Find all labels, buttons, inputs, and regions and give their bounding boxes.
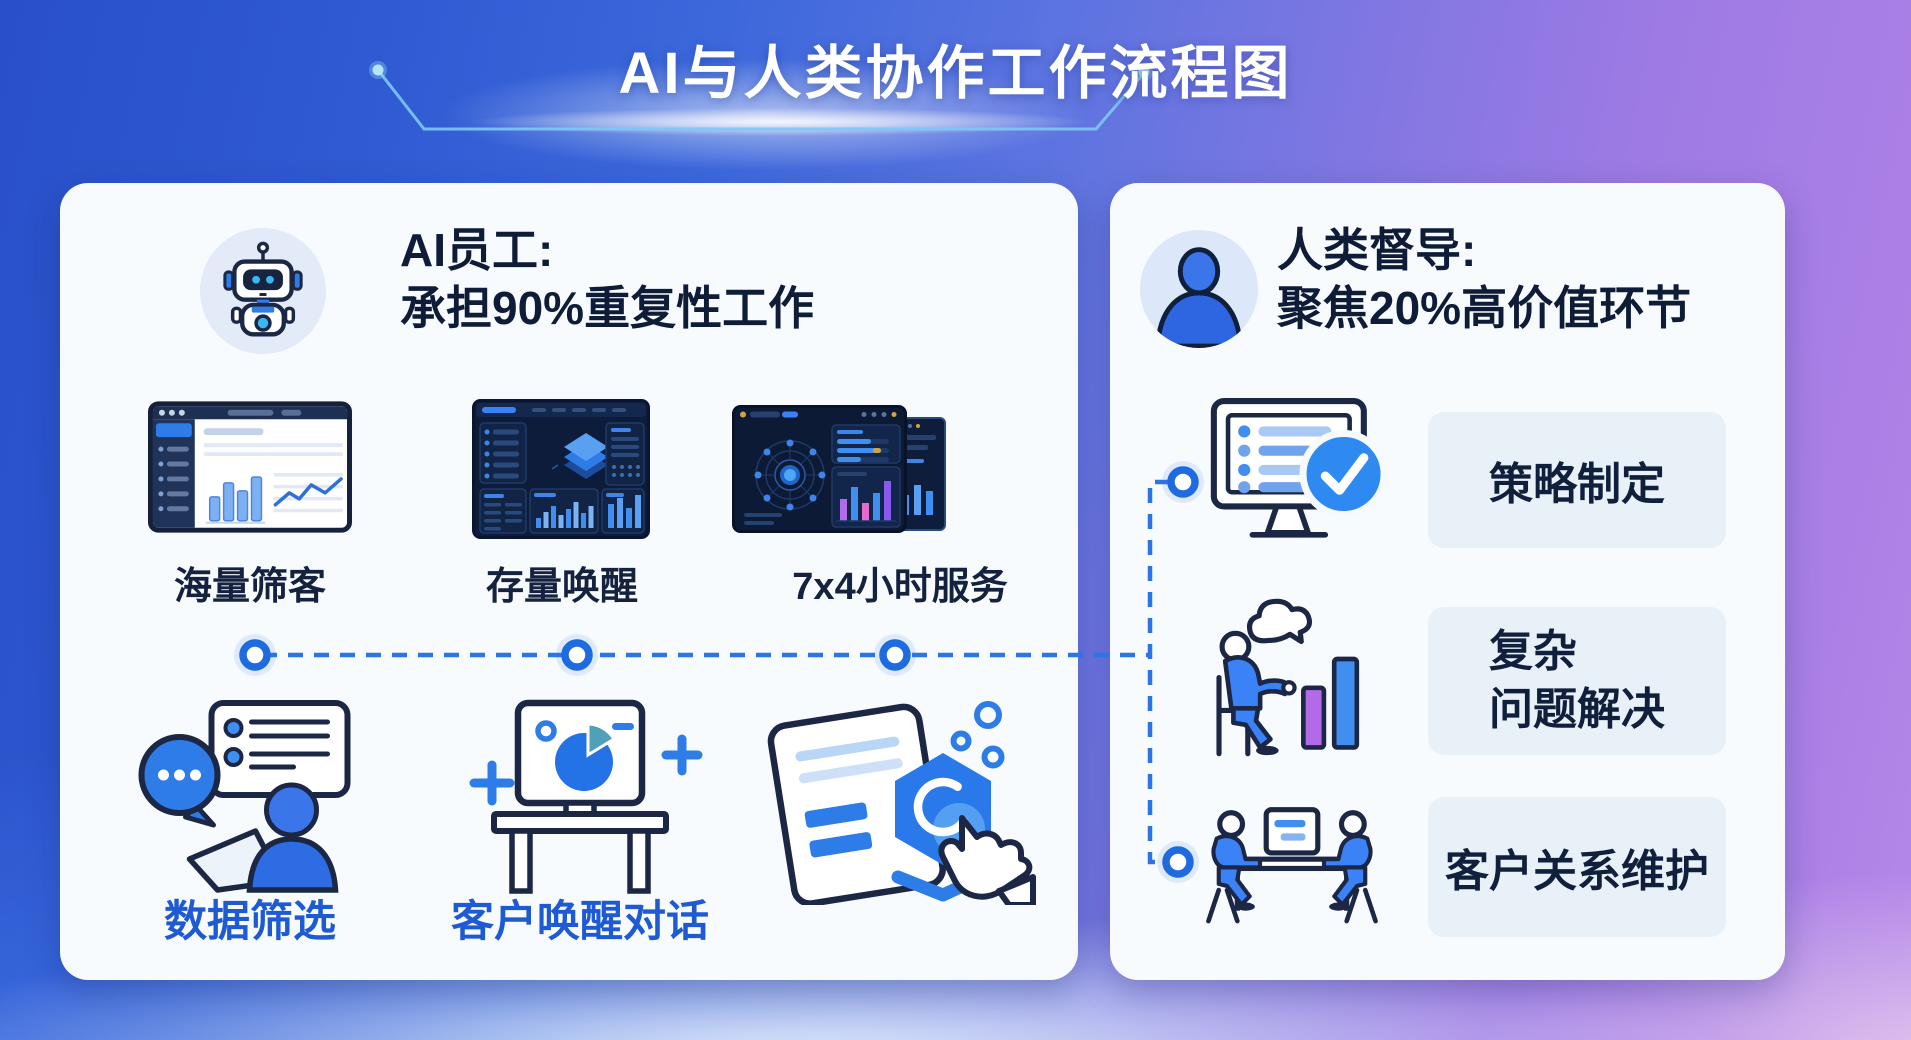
two-people-meeting-illustration xyxy=(1206,807,1378,924)
task-label: 客户唤醒对话 xyxy=(451,898,709,946)
duty-label-box-relationship: 客户关系维护 xyxy=(1428,797,1726,937)
checklist-monitor-check-illustration xyxy=(1210,398,1388,538)
dashboard-thumb-service xyxy=(732,405,948,549)
duty-icon-strategy xyxy=(1198,397,1404,554)
task-touch-hexagon xyxy=(760,685,1036,910)
human-supervisor-card: 人类督导: 聚焦20%高价值环节 xyxy=(1110,183,1785,980)
duty-icon-relationship xyxy=(1194,795,1390,950)
dashboard-thumb-reactivation xyxy=(472,399,650,544)
duty-icon-problem-solving xyxy=(1208,587,1374,772)
task-label: 数据筛选 xyxy=(164,898,336,946)
ai-worker-card: AI员工: 承担90%重复性工作 xyxy=(60,183,1078,980)
thinking-person-bar-chart-illustration xyxy=(1216,598,1360,757)
chat-bubble-data-review-illustration xyxy=(138,700,351,893)
finger-touch-hexagon-illustration xyxy=(767,701,1036,908)
ai-worker-title: AI员工: xyxy=(400,224,554,276)
task-customer-wakeup-dialog xyxy=(450,695,708,900)
ai-worker-header: AI员工: 承担90%重复性工作 xyxy=(400,221,814,337)
dashboard-label: 海量筛客 xyxy=(173,566,326,608)
duty-label-box-problem-solving: 复杂 问题解决 xyxy=(1428,607,1726,755)
human-supervisor-title: 人类督导: xyxy=(1277,224,1477,276)
task-data-screening xyxy=(132,697,362,898)
page-title: AI与人类协作工作流程图 xyxy=(618,41,1293,106)
dashboard-thumb-mass-screening xyxy=(148,401,352,538)
duty-label-box-strategy: 策略制定 xyxy=(1428,412,1726,548)
ai-worker-subtitle: 承担90%重复性工作 xyxy=(400,282,815,334)
dashboard-label: 7x4小时服务 xyxy=(792,566,1008,608)
dark-stack-dashboard-screenshot xyxy=(472,399,650,539)
supervisor-person-icon xyxy=(1140,230,1258,348)
duty-label: 复杂 问题解决 xyxy=(1489,626,1665,734)
light-crm-dashboard-screenshot xyxy=(148,401,352,533)
dark-network-dashboard-screenshot xyxy=(732,405,907,533)
monitor-pie-chart-desk-illustration xyxy=(469,699,703,894)
dashboard-label: 存量唤醒 xyxy=(485,566,638,608)
human-supervisor-header: 人类督导: 聚焦20%高价值环节 xyxy=(1277,221,1691,337)
robot-icon xyxy=(200,228,326,354)
human-supervisor-subtitle: 聚焦20%高价值环节 xyxy=(1277,282,1692,334)
duty-label: 策略制定 xyxy=(1489,460,1665,509)
duty-label: 客户关系维护 xyxy=(1445,847,1709,896)
